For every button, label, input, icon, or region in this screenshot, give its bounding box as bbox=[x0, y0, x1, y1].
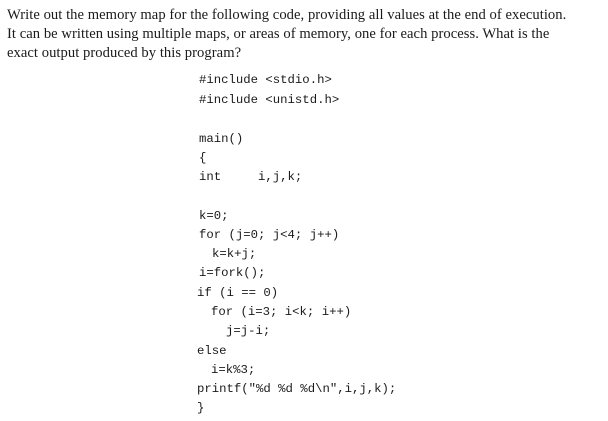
code-line-k-sum: k=k+j; bbox=[212, 247, 257, 261]
code-line-main: main() bbox=[199, 132, 244, 146]
code-line-include-unistd: #include <unistd.h> bbox=[199, 93, 340, 107]
question-line-3: exact output produced by this program? bbox=[7, 45, 242, 61]
code-line-j-sub: j=j-i; bbox=[226, 324, 271, 338]
code-line-printf: printf("%d %d %d\n",i,j,k); bbox=[197, 382, 397, 396]
code-line-close-brace: } bbox=[197, 401, 205, 415]
code-line-open-brace: { bbox=[199, 151, 207, 165]
question-line-2: It can be written using multiple maps, o… bbox=[7, 26, 550, 42]
code-line-for-j: for (j=0; j<4; j++) bbox=[199, 228, 340, 242]
code-line-else: else bbox=[197, 344, 227, 358]
code-line-if: if (i == 0) bbox=[197, 286, 279, 300]
code-line-declaration: int i,j,k; bbox=[199, 170, 303, 184]
code-line-i-mod: i=k%3; bbox=[211, 363, 256, 377]
code-line-include-stdio: #include <stdio.h> bbox=[199, 73, 332, 87]
question-prompt: Write out the memory map for the followi… bbox=[7, 6, 607, 63]
question-line-1: Write out the memory map for the followi… bbox=[7, 7, 567, 23]
code-line-for-i: for (i=3; i<k; i++) bbox=[211, 305, 352, 319]
code-line-k-init: k=0; bbox=[199, 209, 229, 223]
code-line-fork: i=fork(); bbox=[199, 266, 266, 280]
